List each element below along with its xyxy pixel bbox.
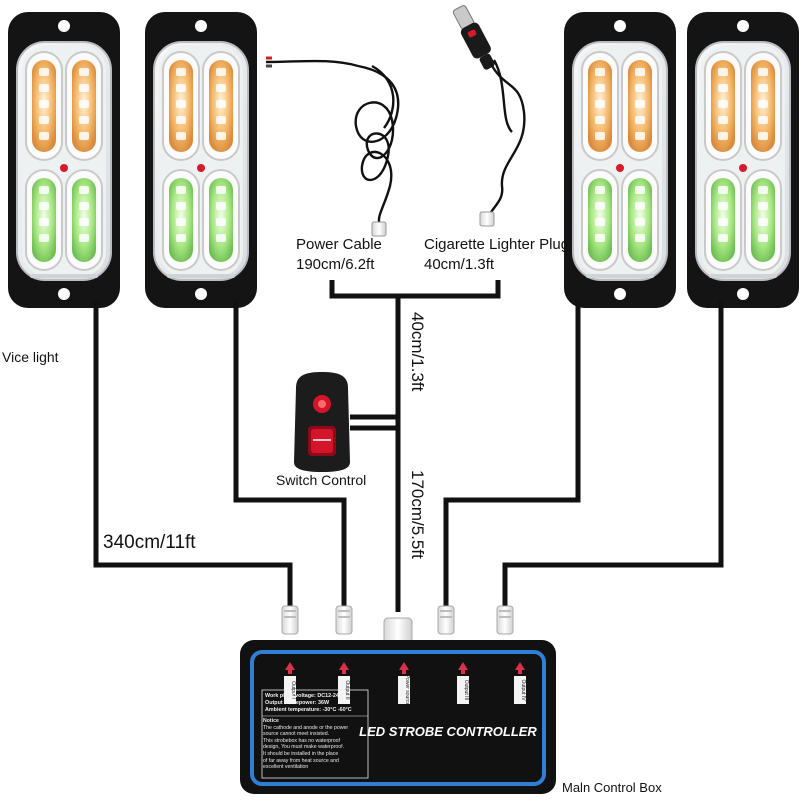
port-arrow-icon xyxy=(339,662,349,674)
power-cable-connector xyxy=(371,221,387,237)
spec-power-value: 36W xyxy=(318,700,330,706)
port-label: Output I xyxy=(290,681,296,699)
port-arrow-icon xyxy=(285,662,295,674)
vice-light-label: Vice light xyxy=(2,349,59,365)
port-label-box xyxy=(398,676,410,704)
wires xyxy=(93,280,724,612)
port-tag: Output IV xyxy=(514,662,526,704)
cigarette-lighter-length-label: 40cm/1.3ft xyxy=(424,256,495,273)
wire-power-split xyxy=(329,280,501,299)
port-label-box xyxy=(514,676,526,704)
port-label: Output III xyxy=(463,680,469,701)
wire-output-2 xyxy=(233,305,347,608)
port-tag: Output I xyxy=(284,662,296,704)
led-light-module-4 xyxy=(686,11,800,309)
notice-line: It should be installed in the place xyxy=(263,750,339,757)
port-tag: Output III xyxy=(457,662,469,704)
spec-temperature-value: -30°C -60°C xyxy=(322,707,352,713)
led-light-module-2 xyxy=(144,11,258,309)
rocker-switch-icon xyxy=(294,372,350,472)
wire-output-3 xyxy=(443,305,581,608)
spec-temperature-label: Ambient temperature: xyxy=(265,707,322,713)
power-cable-length-label: 190cm/6.2ft xyxy=(296,256,375,273)
port-label-box xyxy=(338,676,350,704)
power-cable-name-label: Power Cable xyxy=(296,236,382,253)
length-340-label: 340cm/11ft xyxy=(103,532,196,553)
spec-voltage-value: DC12-24V xyxy=(317,693,343,699)
length-170-label: 170cm/5.5ft xyxy=(408,470,427,559)
cigarette-lighter-plug-icon xyxy=(452,5,526,227)
cigarette-lighter-name-label: Cigarette Lighter Plug xyxy=(424,236,570,253)
port-label: Power source xyxy=(404,675,410,706)
led-light-module-1 xyxy=(7,11,121,309)
port-tag: Output II xyxy=(338,662,350,704)
spec-power-label: Output horsepower: xyxy=(265,700,317,706)
port-label-box xyxy=(284,676,296,704)
notice-line: design, You must make waterproof. xyxy=(263,744,345,751)
port-arrow-icon xyxy=(515,662,525,674)
wire-output-1 xyxy=(93,305,293,608)
main-control-box xyxy=(240,640,556,794)
port-label: Output IV xyxy=(520,679,526,701)
connector-output-1 xyxy=(281,605,299,635)
notice-line: excellent ventilation xyxy=(263,764,309,771)
switch-control-label: Switch Control xyxy=(276,472,367,488)
main-control-box-label: Maln Control Box xyxy=(562,780,662,795)
notice-line: source cannot meet insisted. xyxy=(263,731,330,738)
wire-output-4 xyxy=(502,305,724,608)
port-label: Output II xyxy=(344,680,350,699)
port-arrow-icon xyxy=(458,662,468,674)
notice-line: of far away from heat source and xyxy=(263,757,339,764)
port-label-box xyxy=(457,676,469,704)
connector-output-4 xyxy=(496,605,514,635)
notice-line: This strobebox has no waterproof xyxy=(263,737,340,744)
port-tags: Output I Output II Power source Output III O… xyxy=(284,662,526,705)
connector-output-3 xyxy=(437,605,455,635)
controller-notice: Notice The cathode and anode or the powe… xyxy=(263,718,365,771)
spec-voltage-label: Work place voltage: xyxy=(265,693,316,699)
controller-specs: Work place voltage: DC12-24V Output hors… xyxy=(265,693,367,714)
connector-output-2 xyxy=(335,605,353,635)
controller-title: LED STROBE CONTROLLER xyxy=(359,724,537,739)
power-cable-icon xyxy=(265,56,400,227)
port-tag: Power source xyxy=(398,662,410,705)
length-40-label: 40cm/1.3ft xyxy=(408,312,427,392)
port-arrow-icon xyxy=(399,662,409,674)
notice-line: The cathode and anode or the power xyxy=(263,724,349,731)
led-light-module-3 xyxy=(563,11,677,309)
notice-title: Notice xyxy=(263,718,279,724)
